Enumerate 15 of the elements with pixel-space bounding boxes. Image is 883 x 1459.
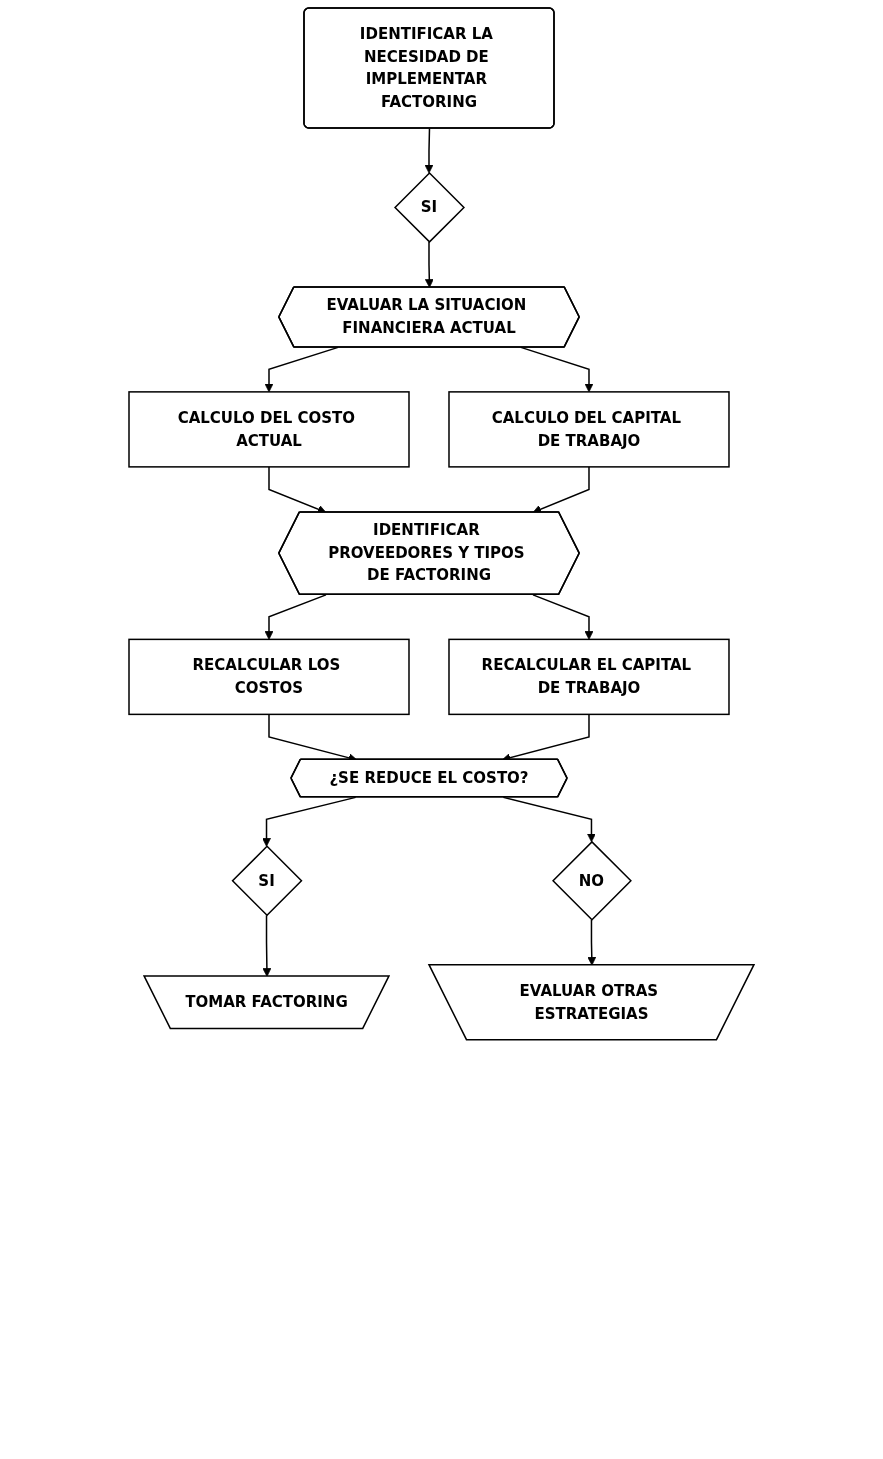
arrow bbox=[532, 594, 594, 640]
arrow bbox=[264, 346, 339, 393]
node-box: CALCULO DEL CAPITAL DE TRABAJO bbox=[448, 391, 730, 468]
node-box: RECALCULAR EL CAPITAL DE TRABAJO bbox=[448, 638, 730, 716]
arrow bbox=[520, 346, 594, 393]
arrow bbox=[424, 127, 434, 174]
node-diamond: NO bbox=[552, 840, 632, 921]
arrow bbox=[424, 241, 434, 288]
node-box: RECALCULAR LOS COSTOS bbox=[128, 638, 410, 716]
arrow bbox=[502, 796, 596, 843]
node-box: CALCULO DEL COSTO ACTUAL bbox=[128, 391, 410, 468]
arrow bbox=[264, 594, 327, 640]
node-diamond: SI bbox=[231, 845, 303, 917]
arrow bbox=[262, 796, 357, 847]
node-diamond: SI bbox=[394, 171, 465, 243]
